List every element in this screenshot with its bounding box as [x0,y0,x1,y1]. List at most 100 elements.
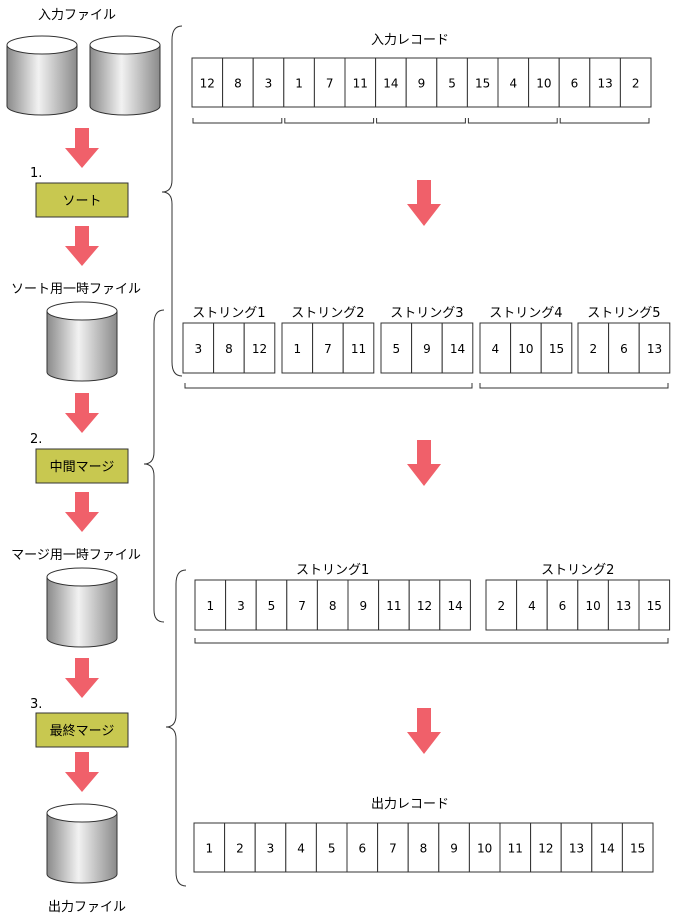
stage2-string-cell [607,579,640,631]
input-record-value: 7 [326,77,334,91]
stage2-string-cell [255,579,288,631]
input-record-value: 9 [418,77,426,91]
stage2-string-cell [378,579,410,631]
stage1-merge-bracket-a [184,383,473,389]
input-group-bracket [376,118,466,124]
stage2-string-value: 8 [329,599,337,613]
stage1-string-cell [281,322,314,374]
flow-arrow-2 [65,226,99,266]
input-record-cell [283,57,315,108]
stage2-string-cell [286,579,318,631]
output-record-cell [346,822,379,873]
input-records-title: 入力レコード [371,33,449,48]
stage1-string-cell [213,322,245,374]
output-file-cylinder [46,803,118,884]
stage2-string-cell [225,579,257,631]
step1-sort-box [35,182,129,218]
stage1-string-value: 15 [549,342,564,356]
input-record-value: 13 [597,77,612,91]
stage-arrow-3 [407,708,441,754]
output-record-cell [621,822,654,873]
stage1-string-cell [638,322,671,374]
output-file-label: 出力ファイル [48,900,126,915]
input-record-cell [344,57,377,108]
stage2-string-cell [439,579,471,631]
stage2-string-value: 10 [585,599,600,613]
output-record-value: 5 [328,842,336,856]
stage1-string-cell [243,322,276,374]
output-record-cell [377,822,409,873]
stage2-string-name: ストリング1 [296,563,369,578]
stage1-string-cell [182,322,215,374]
stage1-string-value: 7 [324,342,332,356]
output-record-cell [438,822,470,873]
input-record-value: 3 [265,77,273,91]
step3-final-merge-box [35,712,129,748]
input-record-cell [313,57,346,108]
input-record-value: 15 [475,77,490,91]
stage2-string-value: 13 [616,599,631,613]
output-record-cell [560,822,593,873]
output-record-cell [224,822,256,873]
output-record-value: 10 [477,842,492,856]
input-group-bracket [559,118,650,124]
stage1-string-value: 5 [392,342,400,356]
input-record-cell [252,57,285,108]
step3-merge-label: 最終マージ [50,723,115,739]
output-record-value: 3 [267,842,275,856]
stage1-string-value: 6 [620,342,628,356]
output-record-value: 9 [450,842,458,856]
stage1-string-cell [380,322,413,374]
output-record-value: 12 [538,842,553,856]
input-record-value: 5 [448,77,456,91]
brace-step1 [161,25,183,377]
output-record-value: 1 [205,842,213,856]
stage2-merge-bracket [194,638,669,644]
output-record-value: 6 [358,842,366,856]
stage1-string-value: 2 [589,342,597,356]
stage2-string-cell [546,579,579,631]
stage2-string-value: 14 [447,599,462,613]
stage2-string-value: 2 [497,599,505,613]
stage2-string-value: 6 [559,599,567,613]
stage1-string-value: 10 [518,342,533,356]
sort-temp-file-label: ソート用一時ファイル [11,282,141,297]
input-group-bracket [467,118,558,124]
input-file-cylinder-1 [6,35,78,116]
stage1-string-cell [577,322,610,374]
input-record-cell [558,57,591,108]
input-record-cell [619,57,652,108]
stage1-string-cell [479,322,512,374]
output-record-value: 11 [508,842,523,856]
output-record-value: 14 [599,842,614,856]
stage2-string-value: 9 [359,599,367,613]
output-record-cell [407,822,440,873]
stage1-string-value: 13 [647,342,662,356]
input-record-cell [589,57,621,108]
stage1-string-name: ストリング4 [489,306,562,321]
stage1-string-value: 8 [225,342,233,356]
stage1-string-name: ストリング2 [291,306,364,321]
stage-arrow-1 [407,180,441,226]
stage1-string-cell [441,322,474,374]
sort-temp-file-cylinder [46,301,118,382]
stage2-string-value: 7 [298,599,306,613]
stage1-string-value: 1 [293,342,301,356]
output-record-cell [530,822,562,873]
step2-number: 2. [30,432,42,447]
stage1-merge-bracket-b [479,383,669,389]
output-record-value: 13 [569,842,584,856]
stage1-string-value: 11 [351,342,366,356]
output-record-cell [499,822,532,873]
stage1-string-cell [510,322,542,374]
stage1-string-cell [342,322,375,374]
input-record-value: 14 [383,77,398,91]
stage2-string-name: ストリング2 [541,563,614,578]
stage2-string-cell [638,579,671,631]
output-records-title: 出力レコード [371,797,449,812]
input-record-cell [375,57,407,108]
